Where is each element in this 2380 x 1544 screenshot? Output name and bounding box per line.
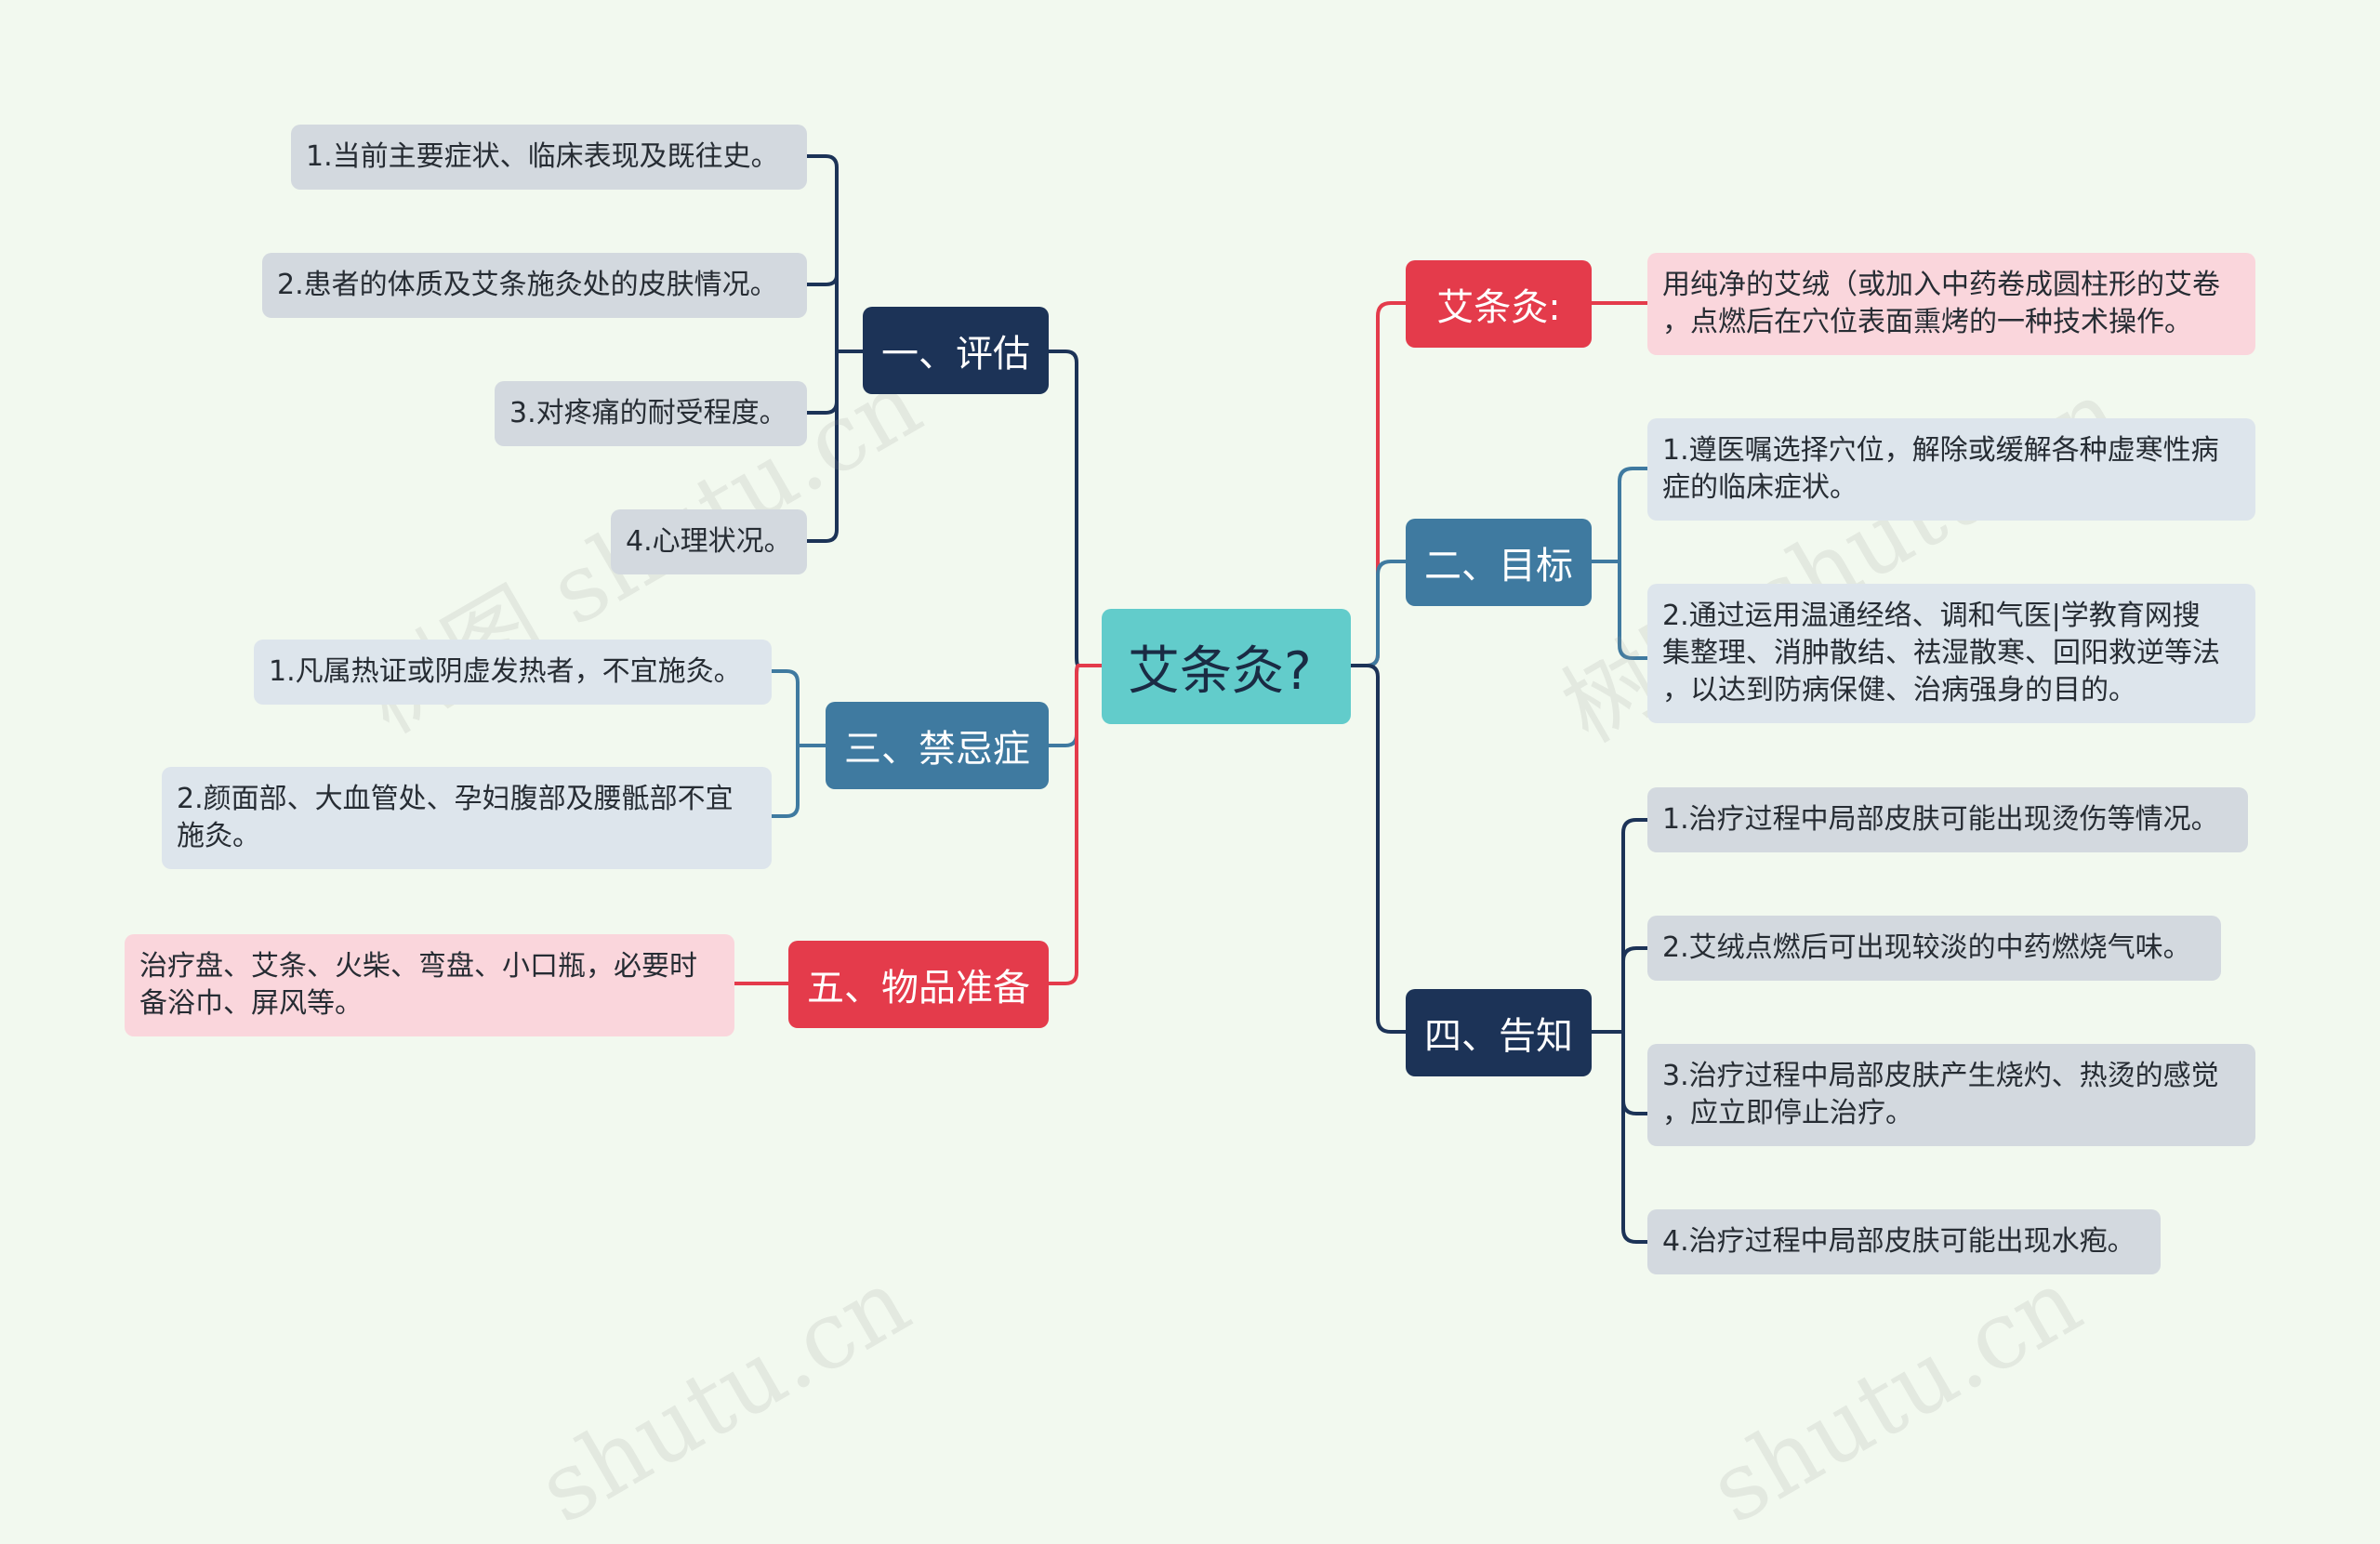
branch-contraindications[interactable]: 三、禁忌症: [826, 702, 1049, 789]
link-inform-leaves: [1590, 818, 1649, 1244]
leaf-assess-1[interactable]: 1.当前主要症状、临床表现及既往史。: [291, 125, 807, 190]
branch-assessment-label: 一、评估: [881, 333, 1030, 376]
leaf-inform-3[interactable]: 3.治疗过程中局部皮肤产生烧灼、热烫的感觉 ，应立即停止治疗。: [1647, 1044, 2255, 1146]
leaf-assess-4[interactable]: 4.心理状况。: [611, 509, 807, 574]
branch-inform-label: 四、告知: [1424, 1015, 1573, 1058]
central-topic-label: 艾条灸?: [1128, 640, 1312, 702]
link-contra-leaves: [770, 669, 827, 818]
branch-contraindications-label: 三、禁忌症: [844, 728, 1030, 771]
link-center-assess: [1047, 350, 1104, 667]
branch-goals-label: 二、目标: [1424, 545, 1573, 587]
leaf-goal-1[interactable]: 1.遵医嘱选择穴位，解除或缓解各种虚寒性病 症的临床症状。: [1647, 418, 2255, 521]
leaf-contra-1[interactable]: 1.凡属热证或阴虚发热者，不宜施灸。: [254, 640, 772, 705]
branch-inform[interactable]: 四、告知: [1406, 989, 1592, 1076]
leaf-definition-1[interactable]: 用纯净的艾绒（或加入中药卷成圆柱形的艾卷 ，点燃后在穴位表面熏烤的一种技术操作。: [1647, 253, 2255, 355]
link-goal-leaves: [1590, 467, 1649, 660]
link-center-inform: [1349, 664, 1408, 1034]
link-assess-leaves: [805, 154, 865, 543]
leaf-inform-4[interactable]: 4.治疗过程中局部皮肤可能出现水疱。: [1647, 1209, 2161, 1274]
branch-goals[interactable]: 二、目标: [1406, 519, 1592, 606]
branch-definition-label: 艾条灸:: [1436, 286, 1561, 329]
link-center-goal: [1349, 560, 1408, 667]
leaf-inform-2[interactable]: 2.艾绒点燃后可出现较淡的中药燃烧气味。: [1647, 916, 2221, 981]
branch-supplies[interactable]: 五、物品准备: [788, 941, 1049, 1028]
leaf-goal-2[interactable]: 2.通过运用温通经络、调和气医|学教育网搜 集整理、消肿散结、祛湿散寒、回阳救逆…: [1647, 584, 2255, 723]
connector-lines: [733, 154, 1649, 1244]
leaf-inform-1[interactable]: 1.治疗过程中局部皮肤可能出现烫伤等情况。: [1647, 787, 2248, 852]
central-topic[interactable]: 艾条灸?: [1102, 609, 1351, 724]
branch-definition[interactable]: 艾条灸:: [1406, 260, 1592, 348]
leaf-supplies-1[interactable]: 治疗盘、艾条、火柴、弯盘、小口瓶，必要时 备浴巾、屏风等。: [125, 934, 734, 1036]
branch-assessment[interactable]: 一、评估: [863, 307, 1049, 394]
branch-supplies-label: 五、物品准备: [807, 967, 1030, 1010]
leaf-assess-3[interactable]: 3.对疼痛的耐受程度。: [495, 381, 807, 446]
leaf-assess-2[interactable]: 2.患者的体质及艾条施灸处的皮肤情况。: [262, 253, 807, 318]
leaf-contra-2[interactable]: 2.颜面部、大血管处、孕妇腹部及腰骶部不宜 施灸。: [162, 767, 772, 869]
link-center-supplies: [1047, 664, 1104, 985]
